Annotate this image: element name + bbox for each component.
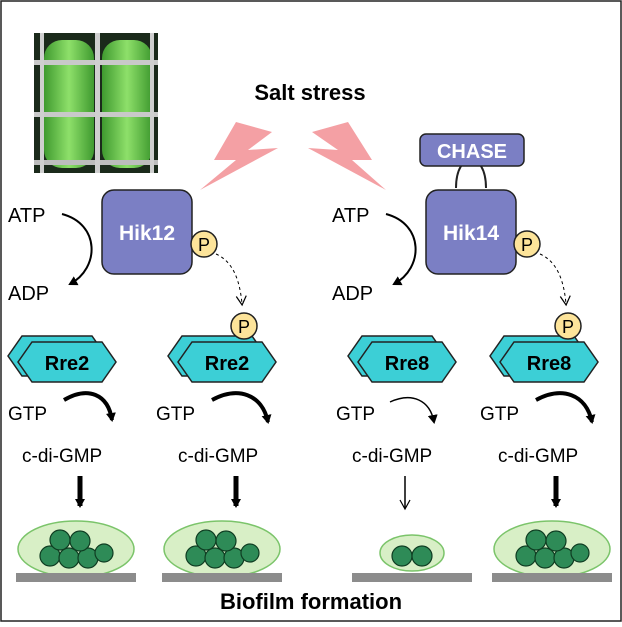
kinase-hik12: Hik12 P ATP ADP	[8, 189, 247, 307]
regulator-label: Rre2	[45, 353, 89, 375]
synthesis-arrow	[62, 391, 116, 422]
adp-label: ADP	[8, 283, 49, 305]
kinase-label: Hik12	[119, 222, 175, 245]
lightning-bolt-icon	[200, 122, 278, 190]
product-label: c-di-GMP	[498, 446, 578, 467]
adp-label: ADP	[332, 283, 373, 305]
cell-cluster	[515, 529, 590, 569]
synthesis-arrow	[535, 391, 596, 424]
gtp-label: GTP	[8, 404, 47, 425]
kinase-box	[101, 189, 193, 275]
regulator-rre8-column: Rre8 GTP c-di-GMP	[336, 335, 472, 582]
regulator-rre2-column: Rre2 GTP c-di-GMP	[7, 335, 136, 582]
regulator-label: Rre8	[385, 353, 429, 375]
product-label: c-di-GMP	[178, 446, 258, 467]
phospho-group	[554, 312, 582, 340]
product-label: c-di-GMP	[22, 446, 102, 467]
phospho-label: P	[238, 317, 250, 337]
atp-label: ATP	[332, 205, 369, 227]
chase-label: CHASE	[437, 141, 507, 163]
surface-bar	[492, 573, 612, 582]
atp-to-adp-arrow	[385, 213, 417, 286]
kinase-hik14: CHASE Hik14 P ATP ADP	[332, 133, 571, 307]
regulator-hexagon	[499, 341, 599, 383]
culture-tubes-photo	[34, 33, 158, 173]
kinase-box	[425, 189, 517, 275]
regulator-rre8-phospho-column: Rre8 P GTP c-di-GMP	[480, 312, 612, 582]
phospho-label: P	[521, 235, 533, 255]
regulator-hexagon	[17, 341, 117, 383]
gtp-label: GTP	[480, 404, 519, 425]
gtp-label: GTP	[336, 404, 375, 425]
phospho-group	[513, 230, 541, 258]
phospho-group	[230, 312, 258, 340]
surface-bar	[16, 573, 136, 582]
product-label: c-di-GMP	[352, 446, 432, 467]
kinase-label: Hik14	[443, 222, 499, 245]
regulator-label: Rre2	[205, 353, 249, 375]
cell-cluster	[39, 529, 114, 569]
cell-cluster	[391, 545, 433, 567]
regulator-label: Rre8	[527, 353, 571, 375]
atp-to-adp-arrow	[61, 213, 93, 286]
atp-label: ATP	[8, 205, 45, 227]
title-salt-stress: Salt stress	[254, 80, 365, 105]
regulator-hexagon	[357, 341, 457, 383]
chase-domain	[419, 133, 525, 167]
phospho-label: P	[198, 235, 210, 255]
regulator-hexagon	[177, 341, 277, 383]
surface-bar	[162, 573, 282, 582]
lightning-bolt-icon	[308, 122, 386, 190]
synthesis-arrow	[211, 391, 272, 424]
surface-bar	[352, 573, 472, 582]
phospho-group	[190, 230, 218, 258]
footer-biofilm-formation: Biofilm formation	[220, 589, 402, 614]
cell-cluster	[185, 529, 260, 569]
regulator-rre2-phospho-column: Rre2 P GTP c-di-GMP	[156, 312, 282, 582]
synthesis-arrow	[389, 397, 438, 424]
gtp-label: GTP	[156, 404, 195, 425]
phospho-label: P	[562, 317, 574, 337]
